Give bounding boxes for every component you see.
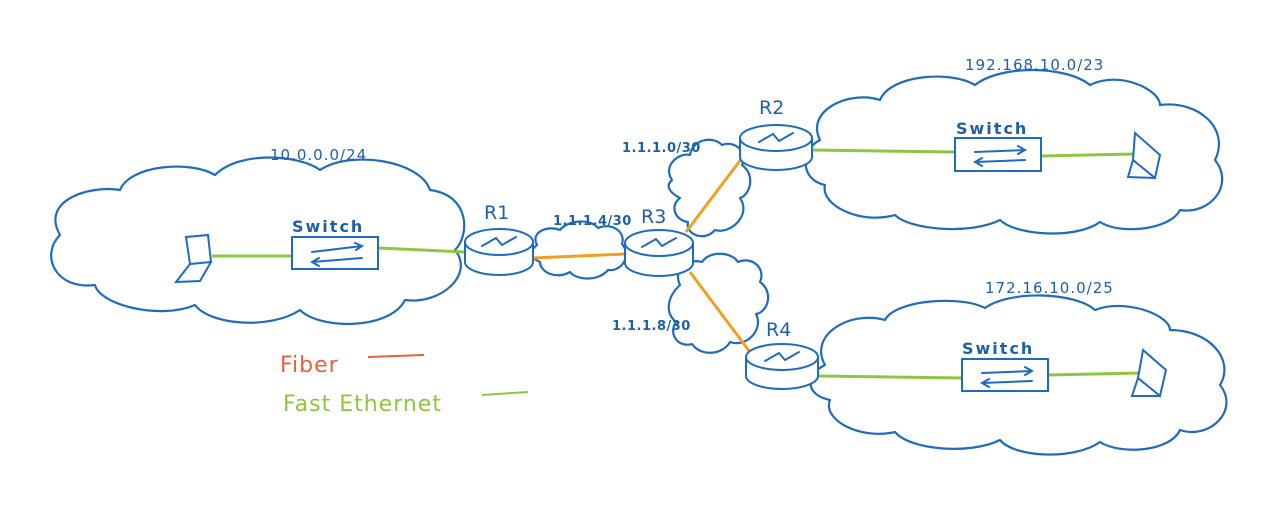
- lan-r2-cloud: [804, 68, 1224, 235]
- ethernet-link-switch-laptop-r2: [1040, 152, 1134, 158]
- laptop-left: [173, 233, 213, 284]
- router-r1: [464, 228, 534, 276]
- r3-r4-cloud: [667, 252, 770, 354]
- legend-fiber-label: Fiber: [280, 353, 339, 378]
- router-symbol: [641, 237, 677, 248]
- ethernet-link-r2-switch: [811, 148, 956, 154]
- router-r3: [624, 229, 694, 277]
- router-symbol: [758, 132, 794, 143]
- network-label-lan-r4: 172.16.10.0/25: [985, 279, 1114, 297]
- switch-arrows: [309, 242, 365, 267]
- switch-r2: [954, 137, 1042, 172]
- switch-icon: [961, 358, 1049, 392]
- laptop-icon: [1130, 348, 1168, 398]
- router-r2: [739, 124, 813, 171]
- link-label-r3-r4: 1.1.1.8/30: [612, 319, 691, 334]
- switch-r4: [961, 358, 1049, 392]
- ethernet-link-switch-laptop-r4: [1047, 371, 1141, 377]
- fiber-link-r3-r4: [688, 271, 752, 353]
- router-symbol: [481, 236, 517, 247]
- ethernet-link-switch-r1: [377, 246, 466, 254]
- switch-label-r4: Switch: [962, 339, 1034, 358]
- router-label-r2: R2: [759, 97, 784, 119]
- switch-arrows: [979, 366, 1035, 388]
- switch-icon: [954, 137, 1042, 172]
- lan-left-cloud: [50, 156, 466, 325]
- fiber-link-r1-r3: [532, 252, 626, 260]
- link-label-r3-r2: 1.1.1.0/30: [622, 141, 701, 156]
- legend-ethernet-line: [481, 391, 529, 396]
- laptop-r2: [1126, 130, 1162, 180]
- network-label-lan-left: 10.0.0.0/24: [270, 146, 367, 164]
- link-label-r1-r3: 1.1.1.4/30: [553, 214, 632, 229]
- switch-label-left: Switch: [292, 217, 364, 236]
- laptop-icon: [1126, 130, 1162, 180]
- switch-arrows: [972, 145, 1028, 167]
- router-symbol: [764, 351, 800, 362]
- switch-icon: [291, 236, 379, 270]
- r1-r3-cloud: [531, 220, 628, 280]
- lan-r4-cloud: [809, 294, 1228, 456]
- router-label-r3: R3: [641, 206, 666, 228]
- router-label-r1: R1: [484, 202, 509, 224]
- network-label-lan-r2: 192.168.10.0/23: [965, 56, 1104, 74]
- legend: Fiber Fast Ethernet: [280, 353, 529, 417]
- fiber-link-r3-r2: [684, 157, 744, 233]
- router-label-r4: R4: [766, 319, 791, 341]
- laptop-icon: [173, 233, 213, 284]
- router-r4: [745, 343, 819, 390]
- switch-label-r2: Switch: [956, 119, 1028, 138]
- legend-fiber-line: [367, 354, 425, 358]
- laptop-r4: [1130, 348, 1168, 398]
- legend-ethernet-label: Fast Ethernet: [283, 392, 442, 417]
- switch-left: [291, 236, 379, 270]
- r3-r2-cloud: [667, 138, 752, 238]
- ethernet-link-r4-switch: [817, 374, 963, 380]
